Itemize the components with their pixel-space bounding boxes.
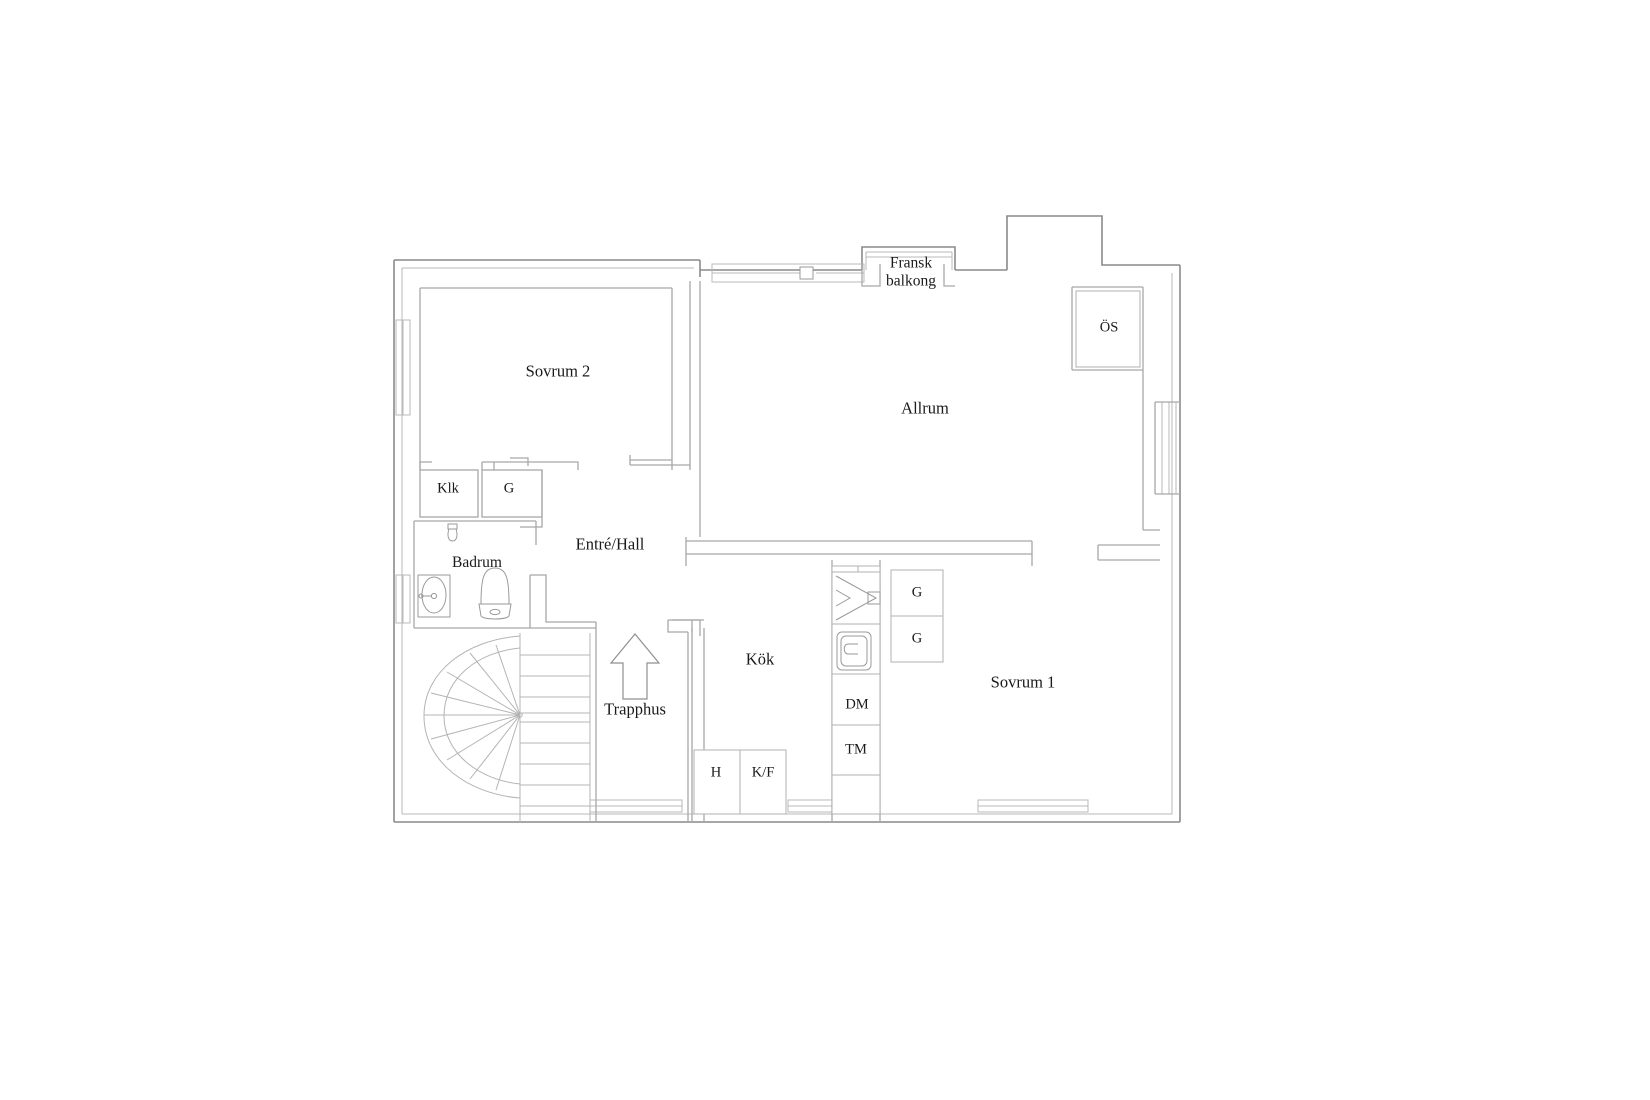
- window-bottom-left: [589, 799, 683, 813]
- room-walls-allrum: [699, 281, 1160, 537]
- stair-direction-arrow: [609, 633, 661, 700]
- kitchen-cabinet-column: [831, 565, 881, 815]
- window-left-lower: [395, 574, 411, 624]
- window-right-upper: [1161, 401, 1177, 495]
- room-walls-badrum: [413, 520, 597, 640]
- room-walls-entre-hall: [685, 537, 1160, 566]
- window-bottom-right: [977, 799, 1089, 813]
- closet-g-hall: [481, 457, 579, 528]
- room-walls-sovrum2: [419, 281, 691, 470]
- kitchen-bench-hob-fridge: [693, 749, 787, 815]
- toilet-fixture: [478, 567, 512, 620]
- building-outline: [393, 215, 1181, 823]
- window-left-upper: [395, 319, 411, 416]
- closet-klk: [419, 461, 479, 518]
- shower-fixture: [447, 523, 458, 542]
- spiral-staircase: [423, 619, 701, 822]
- sliding-balcony-door: [711, 251, 955, 287]
- washbasin-fixture: [417, 574, 451, 618]
- door-jambs: [1154, 401, 1180, 495]
- wardrobe-group-sovrum1: [890, 569, 944, 663]
- building-inner-line: [401, 267, 1173, 815]
- closet-os: [1075, 290, 1141, 368]
